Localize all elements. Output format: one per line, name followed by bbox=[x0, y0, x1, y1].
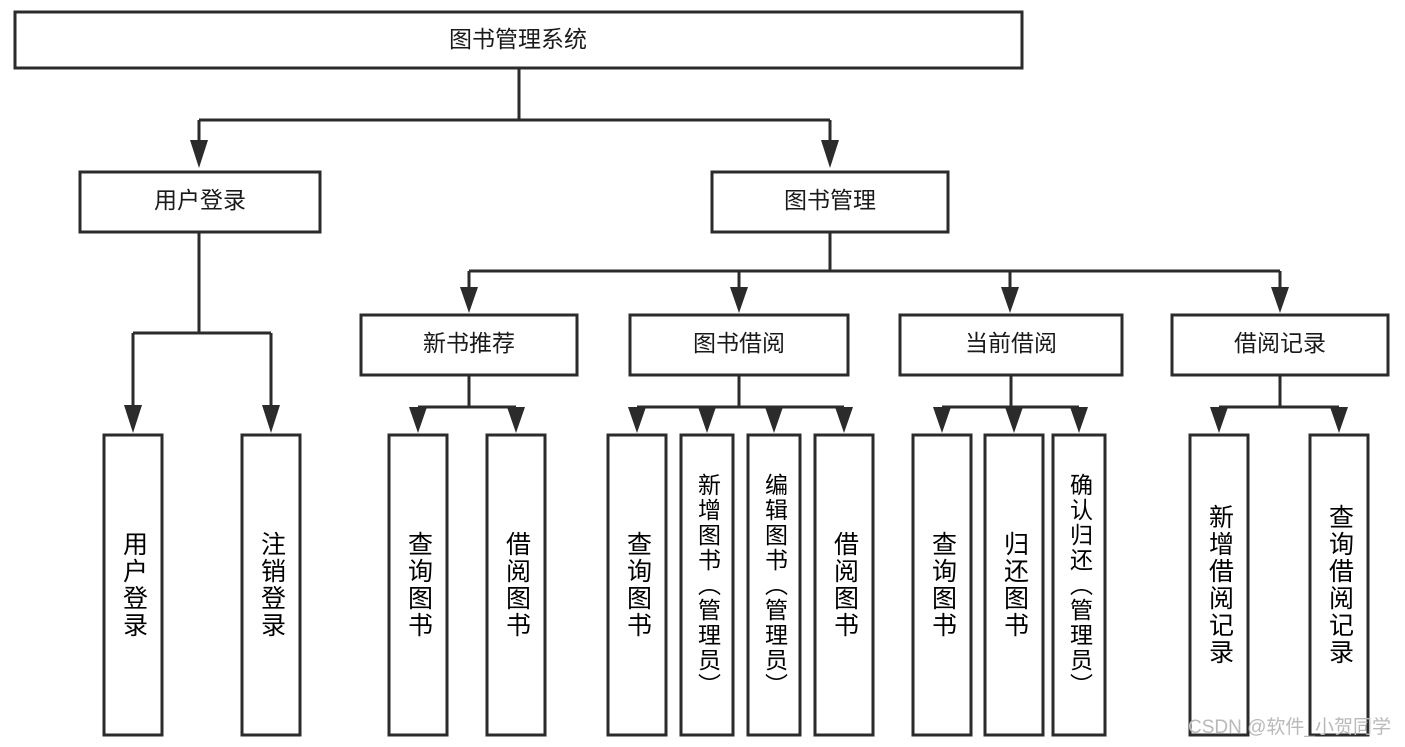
node-borrow-record[interactable] bbox=[1170, 313, 1390, 377]
node-book-borrow-label: 图书借阅 bbox=[693, 330, 785, 356]
node-record-query[interactable] bbox=[1308, 433, 1370, 737]
arrow-head-book-borrow bbox=[730, 287, 748, 313]
node-borrow-edit-book-admin[interactable] bbox=[746, 433, 802, 737]
arrow-head-new-book-recommend bbox=[460, 287, 478, 313]
arrow-head-user-login bbox=[190, 140, 208, 168]
arrow-head-current-borrow bbox=[1001, 287, 1019, 313]
arrow-head-current-query-book bbox=[933, 407, 951, 433]
arrow-head-user-login-leaf bbox=[124, 405, 142, 433]
arrow-head-borrow-query-book bbox=[628, 407, 646, 433]
arrow-head-borrow-edit-book bbox=[765, 407, 783, 433]
node-current-return-book[interactable] bbox=[983, 433, 1045, 737]
arrow-head-current-return-book bbox=[1005, 407, 1023, 433]
node-borrow-add-book-admin[interactable] bbox=[679, 433, 735, 737]
node-book-manage[interactable] bbox=[710, 170, 950, 234]
node-book-manage-label: 图书管理 bbox=[784, 187, 876, 213]
node-recommend-borrow-book[interactable] bbox=[485, 433, 547, 737]
node-borrow-query-book[interactable] bbox=[606, 433, 668, 737]
node-borrow-record-label: 借阅记录 bbox=[1234, 330, 1326, 356]
arrow-head-record-query bbox=[1330, 407, 1348, 433]
node-current-borrow[interactable] bbox=[898, 313, 1124, 377]
node-record-add[interactable] bbox=[1188, 433, 1250, 737]
node-new-book-recommend[interactable] bbox=[359, 313, 579, 377]
node-user-login-leaf[interactable] bbox=[102, 433, 164, 737]
arrow-head-current-confirm-return bbox=[1070, 407, 1088, 433]
node-book-borrow[interactable] bbox=[628, 313, 850, 377]
node-new-book-recommend-label: 新书推荐 bbox=[423, 330, 515, 356]
node-user-login-label: 用户登录 bbox=[154, 187, 246, 213]
arrow-head-borrow-borrow-book bbox=[835, 407, 853, 433]
arrow-head-record-add bbox=[1210, 407, 1228, 433]
arrow-head-book-manage bbox=[821, 140, 839, 168]
node-current-borrow-label: 当前借阅 bbox=[965, 330, 1057, 356]
node-recommend-query-book[interactable] bbox=[387, 433, 449, 737]
node-current-query-book[interactable] bbox=[911, 433, 973, 737]
node-current-confirm-return-admin[interactable] bbox=[1051, 433, 1107, 737]
watermark-text: CSDN @软件_小贺同学 bbox=[1188, 717, 1391, 738]
arrow-head-borrow-record bbox=[1271, 287, 1289, 313]
node-borrow-borrow-book[interactable] bbox=[813, 433, 875, 737]
arrow-head-borrow-add-book bbox=[698, 407, 716, 433]
node-user-logout-leaf[interactable] bbox=[240, 433, 302, 737]
arrow-head-user-logout-leaf bbox=[262, 405, 280, 433]
arrow-head-recommend-borrow-book bbox=[507, 407, 525, 433]
node-root-label: 图书管理系统 bbox=[449, 26, 587, 52]
arrow-head-recommend-query-book bbox=[409, 407, 427, 433]
node-root[interactable] bbox=[13, 10, 1024, 70]
